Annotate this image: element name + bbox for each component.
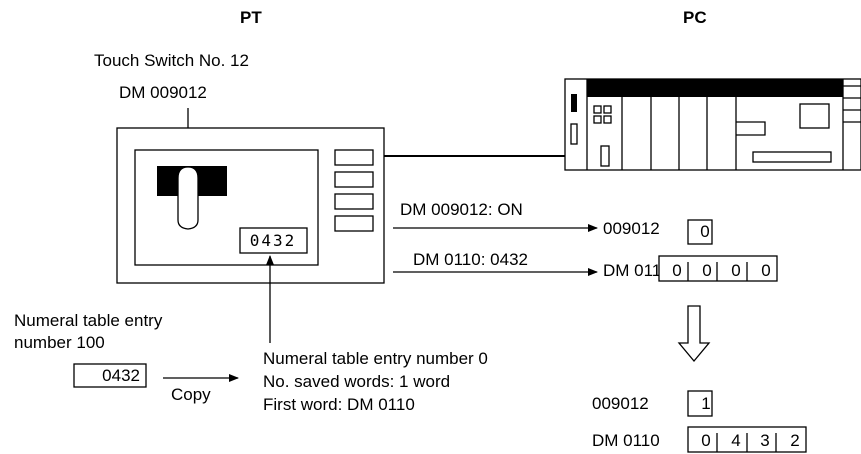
signal-on-digit: 0 — [700, 222, 709, 241]
entry-info-line1: Numeral table entry number 0 — [263, 349, 488, 368]
pt-key-4 — [334, 215, 374, 232]
signal-value-digit: 0 — [761, 261, 770, 280]
result-word-digit: 3 — [760, 431, 769, 450]
result-bit-cell — [687, 390, 713, 417]
pt-key-2 — [334, 171, 374, 188]
signal-on-target: 009012 — [603, 219, 660, 238]
entry-info-line3: First word: DM 0110 — [263, 395, 415, 414]
numeral-table-label: Numeral table entry — [14, 311, 163, 330]
signal-value-cells — [658, 255, 778, 282]
signal-value-target: DM 0110 — [603, 261, 671, 280]
pt-header: PT — [240, 8, 262, 27]
signal-value-digit: 0 — [672, 261, 681, 280]
numeral-table-cell — [73, 363, 147, 388]
result-word-digit: 0 — [701, 431, 710, 450]
result-word-digit: 4 — [731, 431, 740, 450]
pt-key-1 — [334, 149, 374, 166]
touch-switch-address: DM 009012 — [119, 83, 207, 102]
result-word-digit: 2 — [790, 431, 799, 450]
pt-numeral-display — [239, 227, 308, 254]
pc-header: PC — [683, 8, 707, 27]
result-bit-label: 009012 — [592, 394, 649, 413]
result-bit-digit: 1 — [701, 394, 710, 413]
numeral-table-value: 0432 — [102, 366, 140, 385]
signal-on-cell — [687, 219, 713, 245]
signal-value-digit: 0 — [731, 261, 740, 280]
pt-terminal: 0432 — [116, 127, 385, 284]
touch-switch-label: Touch Switch No. 12 — [94, 51, 249, 70]
numeral-table-label-2: number 100 — [14, 333, 105, 352]
result-down-arrow — [677, 305, 711, 363]
signal-on-label: DM 009012: ON — [400, 200, 523, 219]
entry-info-line2: No. saved words: 1 word — [263, 372, 450, 391]
signal-value-label: DM 0110: 0432 — [413, 250, 528, 269]
result-word-label: DM 0110 — [592, 431, 660, 450]
signal-value-digit: 0 — [702, 261, 711, 280]
copy-label: Copy — [171, 385, 211, 404]
pt-numeral-value: 0432 — [250, 231, 297, 250]
pc-plc — [564, 78, 861, 171]
pt-key-3 — [334, 193, 374, 210]
finger-icon — [177, 166, 199, 230]
